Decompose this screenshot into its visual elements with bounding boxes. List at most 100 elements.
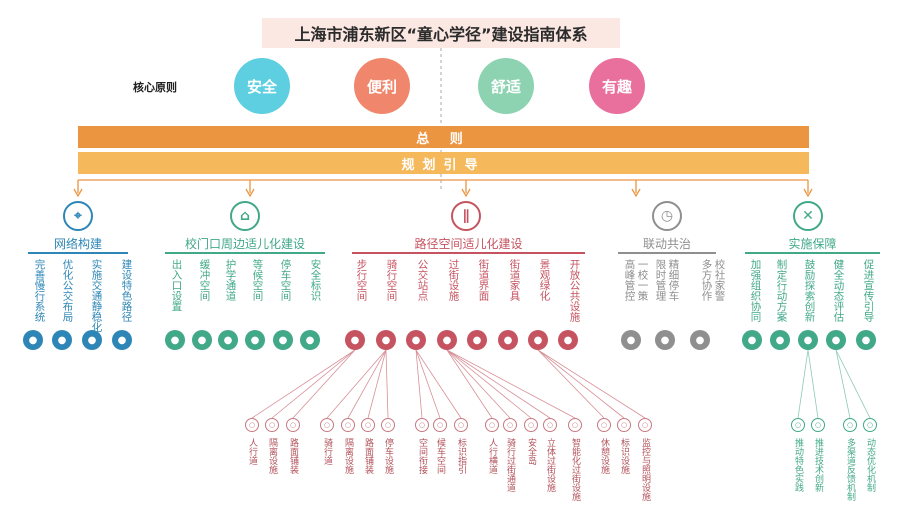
clock-icon: ◷ bbox=[652, 201, 682, 231]
sub-item-label: 智能化过街设施 bbox=[570, 438, 580, 501]
path-icon[interactable]: ● bbox=[112, 330, 132, 350]
sub-item-icon: ○ bbox=[503, 418, 517, 432]
category-item: 加强组织协同 bbox=[749, 259, 762, 322]
cooperation-icon[interactable]: ● bbox=[690, 330, 710, 350]
category-item: 限时管理 bbox=[654, 259, 667, 301]
principle-fun: 有趣 bbox=[589, 58, 645, 114]
category-item: 公交站点 bbox=[416, 259, 429, 301]
sub-item-label: 骑行过街通道 bbox=[505, 438, 515, 492]
principle-label: 安全 bbox=[246, 77, 277, 96]
branch-arrowhead bbox=[631, 188, 641, 198]
general-principles-bar: 总 则 bbox=[78, 126, 809, 148]
category-item: 出入口设置 bbox=[170, 259, 183, 312]
sub-item-icon: ○ bbox=[617, 418, 631, 432]
fan-line bbox=[446, 349, 511, 419]
category-item: 停车空间 bbox=[279, 259, 292, 301]
sub-item-icon: ○ bbox=[320, 418, 334, 432]
buffer-icon[interactable]: ● bbox=[192, 330, 212, 350]
sub-item-icon: ○ bbox=[341, 418, 355, 432]
map-icon: ⌖ bbox=[63, 201, 93, 231]
principle-label: 便利 bbox=[366, 77, 397, 96]
grid-icon[interactable]: ● bbox=[52, 330, 72, 350]
sub-item-label: 停车设施 bbox=[383, 438, 393, 474]
sub-item-icon: ○ bbox=[415, 418, 429, 432]
car-icon[interactable]: ● bbox=[621, 330, 641, 350]
gate-icon[interactable]: ● bbox=[165, 330, 185, 350]
category-item: 骑行空间 bbox=[385, 259, 398, 301]
bus-icon[interactable]: ● bbox=[406, 330, 426, 350]
sub-item-icon: ○ bbox=[811, 418, 825, 432]
sub-item-label: 隔离设施 bbox=[343, 438, 353, 474]
principle-convenience: 便利 bbox=[354, 58, 410, 114]
category-item: 促进宣传引导 bbox=[862, 259, 875, 322]
public-facility-icon[interactable]: ● bbox=[558, 330, 578, 350]
plan-icon[interactable]: ● bbox=[770, 330, 790, 350]
road-icon: ∥ bbox=[451, 201, 481, 231]
branch-arrowhead bbox=[461, 188, 471, 198]
fan-line bbox=[446, 349, 551, 419]
sub-item-label: 动态优化机制 bbox=[865, 438, 875, 492]
branch-arrowhead bbox=[245, 188, 255, 198]
fan-line bbox=[415, 349, 441, 419]
principle-safety: 安全 bbox=[234, 58, 290, 114]
greenery-icon[interactable]: ● bbox=[528, 330, 548, 350]
category-item: 护学通道 bbox=[224, 259, 237, 301]
fan-line bbox=[385, 349, 389, 419]
fan-line bbox=[292, 349, 356, 419]
idea-icon[interactable]: ● bbox=[798, 330, 818, 350]
category-item: 高峰管控 bbox=[623, 259, 636, 301]
fan-line bbox=[271, 349, 356, 419]
tools-icon: ✕ bbox=[793, 201, 823, 231]
team-icon[interactable]: ● bbox=[742, 330, 762, 350]
speed-bump-icon[interactable]: ● bbox=[82, 330, 102, 350]
category-item: 完善慢行系统 bbox=[33, 259, 46, 322]
fan-line bbox=[537, 349, 605, 419]
fan-line bbox=[835, 349, 871, 419]
principle-label: 舒适 bbox=[490, 77, 521, 96]
sub-item-icon: ○ bbox=[638, 418, 652, 432]
category-underline bbox=[618, 252, 716, 254]
waiting-icon[interactable]: ● bbox=[245, 330, 265, 350]
fan-line bbox=[347, 349, 387, 419]
sub-item-label: 标识设施 bbox=[619, 438, 629, 474]
facade-icon[interactable]: ● bbox=[467, 330, 487, 350]
time-limit-icon[interactable]: ● bbox=[655, 330, 675, 350]
category-item: 步行空间 bbox=[355, 259, 368, 301]
category-item: 优化公交布局 bbox=[61, 259, 74, 322]
sub-item-label: 多渠道反馈机制 bbox=[845, 438, 855, 501]
fan-line bbox=[446, 349, 493, 419]
sub-item-icon: ○ bbox=[433, 418, 447, 432]
core-principles-label: 核心原则 bbox=[133, 81, 177, 94]
category-item: 街道界面 bbox=[477, 259, 490, 301]
category-underline bbox=[352, 252, 585, 254]
sub-item-icon: ○ bbox=[381, 418, 395, 432]
bike-icon[interactable]: ● bbox=[376, 330, 396, 350]
sub-item-label: 人行道 bbox=[247, 438, 257, 465]
sub-item-label: 路面铺装 bbox=[288, 438, 298, 474]
page-title: 上海市浦东新区“童心学径”建设指南体系 bbox=[262, 18, 620, 48]
walkway-icon[interactable]: ● bbox=[345, 330, 365, 350]
sub-item-icon: ○ bbox=[568, 418, 582, 432]
fan-line bbox=[537, 349, 625, 419]
furniture-icon[interactable]: ● bbox=[498, 330, 518, 350]
camera-icon[interactable]: ● bbox=[856, 330, 876, 350]
parking-icon[interactable]: ● bbox=[273, 330, 293, 350]
sub-item-icon: ○ bbox=[524, 418, 538, 432]
guard-icon[interactable]: ● bbox=[218, 330, 238, 350]
category-item: 街道家具 bbox=[508, 259, 521, 301]
crossing-icon[interactable]: ● bbox=[437, 330, 457, 350]
sub-item-icon: ○ bbox=[863, 418, 877, 432]
sub-item-label: 标识指引 bbox=[456, 438, 466, 474]
route-icon[interactable]: ● bbox=[23, 330, 43, 350]
warning-sign-icon[interactable]: ● bbox=[300, 330, 320, 350]
sub-item-label: 立体过街设施 bbox=[545, 438, 555, 492]
chart-icon[interactable]: ● bbox=[826, 330, 846, 350]
category-title: 路径空间适儿化建设 bbox=[414, 236, 523, 251]
category-item: 安全标识 bbox=[309, 259, 322, 301]
sub-item-icon: ○ bbox=[843, 418, 857, 432]
fan-line bbox=[415, 349, 462, 419]
category-underline bbox=[28, 252, 128, 254]
category-item: 缓冲空间 bbox=[198, 259, 211, 301]
